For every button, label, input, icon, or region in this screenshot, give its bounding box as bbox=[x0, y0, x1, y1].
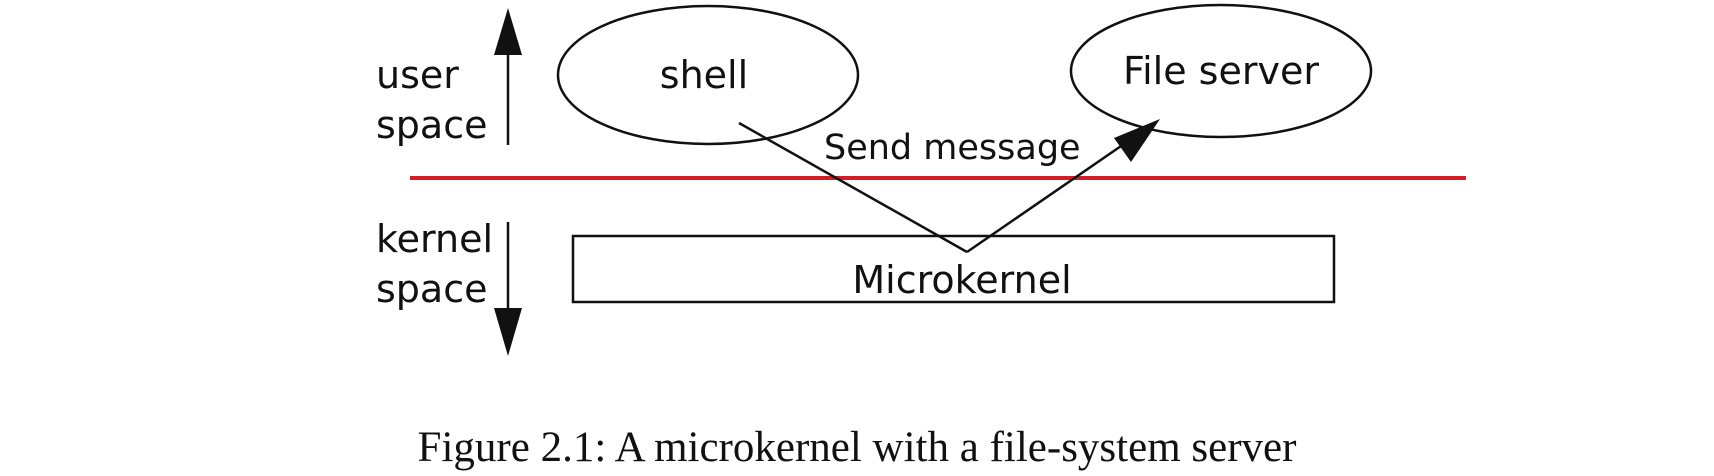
send-message-path bbox=[738, 119, 1160, 254]
kernel-space-label: kernel space bbox=[376, 217, 505, 311]
user-space-label: user space bbox=[376, 53, 487, 147]
user-space-label-line2: space bbox=[376, 103, 487, 147]
kernel-space-label-line1: kernel bbox=[376, 217, 493, 261]
file-server-label: File server bbox=[1123, 49, 1319, 93]
user-space-label-line1: user bbox=[376, 53, 459, 97]
kernel-space-down-arrow bbox=[494, 222, 522, 356]
microkernel-label: Microkernel bbox=[852, 258, 1071, 302]
shell-label: shell bbox=[660, 53, 748, 97]
send-message-label: Send message bbox=[824, 128, 1081, 168]
user-space-up-arrow bbox=[494, 8, 522, 145]
figure-caption: Figure 2.1: A microkernel with a file-sy… bbox=[418, 424, 1297, 471]
shell-node: shell bbox=[556, 4, 860, 146]
file-server-node: File server bbox=[1069, 3, 1373, 139]
kernel-space-label-line2: space bbox=[376, 267, 487, 311]
microkernel-node: Microkernel bbox=[571, 234, 1336, 304]
